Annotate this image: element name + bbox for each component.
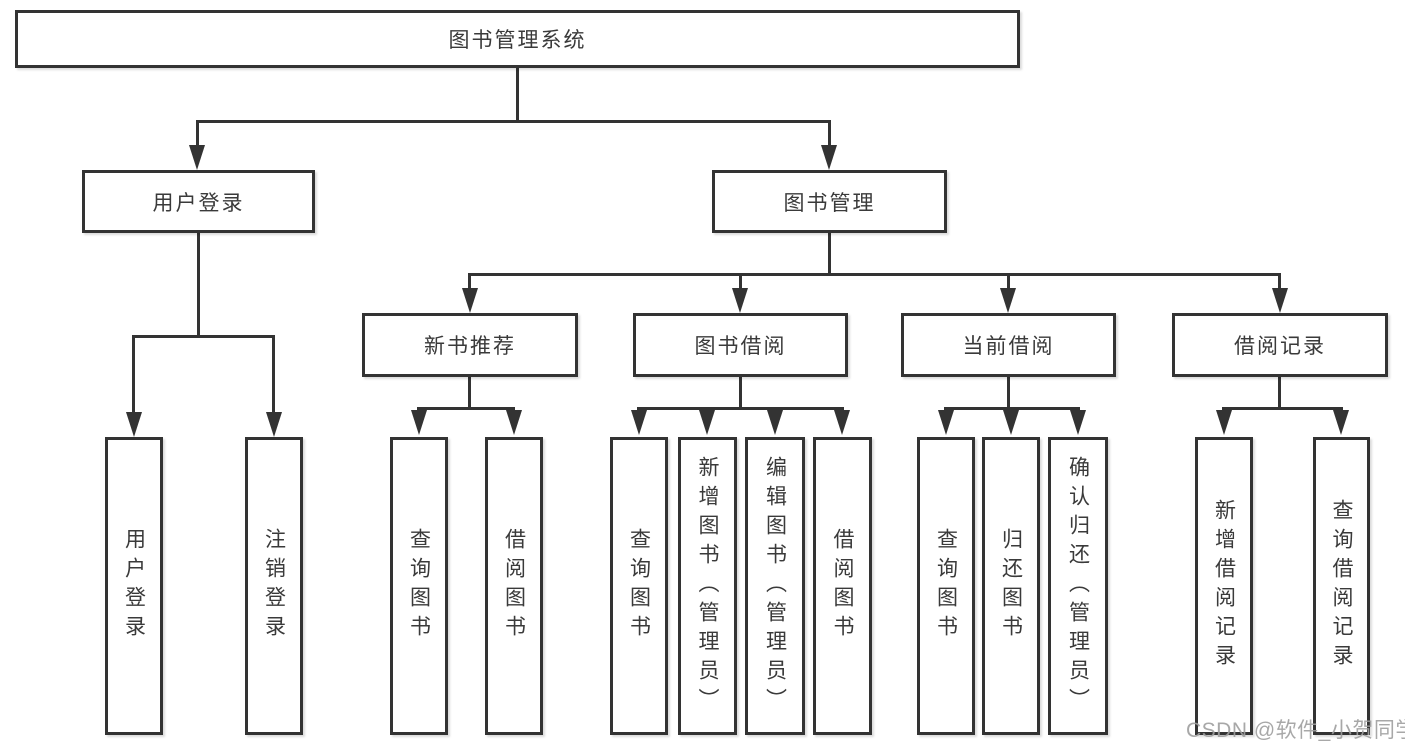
node-label: 确认归还（管理员） (1066, 455, 1090, 717)
arrow-down-icon (1333, 410, 1349, 435)
arrow-down-icon (938, 410, 954, 435)
csdn-watermark: CSDN @软件_小贺同学 (1186, 719, 1405, 742)
arrow-down-icon (1216, 410, 1232, 435)
connector-line (944, 407, 1080, 410)
node-label: 编辑图书（管理员） (763, 455, 787, 717)
node-label: 用户登录 (152, 191, 245, 215)
leaf-add-borrow-record: 新增借阅记录 (1195, 437, 1253, 735)
node-label: 归还图书 (999, 528, 1023, 644)
connector-line (468, 377, 471, 407)
arrow-down-icon (1003, 410, 1019, 435)
connector-line (828, 233, 831, 273)
leaf-query-books-recommend: 查询图书 (390, 437, 448, 735)
leaf-query-books-borrowing: 查询图书 (610, 437, 668, 735)
connector-line (637, 407, 844, 410)
arrow-down-icon (732, 288, 748, 313)
node-book-borrowing: 图书借阅 (633, 313, 848, 377)
connector-line (196, 120, 831, 123)
leaf-query-borrow-record: 查询借阅记录 (1313, 437, 1370, 735)
arrow-down-icon (266, 412, 282, 437)
leaf-user-login: 用户登录 (105, 437, 163, 735)
connector-line (197, 233, 200, 335)
connector-line (132, 335, 135, 413)
node-label: 借阅图书 (831, 528, 854, 644)
leaf-return-books: 归还图书 (982, 437, 1040, 735)
node-label: 新书推荐 (424, 335, 516, 358)
leaf-confirm-return-admin: 确认归还（管理员） (1048, 437, 1108, 735)
node-label: 查询图书 (627, 528, 651, 644)
connector-line (828, 120, 831, 147)
arrow-down-icon (411, 410, 427, 435)
connector-line (196, 120, 199, 147)
node-book-management-system: 图书管理系统 (15, 10, 1020, 68)
node-label: 用户登录 (122, 528, 146, 644)
connector-line (468, 273, 471, 290)
node-label: 借阅记录 (1234, 335, 1326, 358)
arrow-down-icon (126, 412, 142, 437)
arrow-down-icon (767, 410, 783, 435)
node-label: 当前借阅 (962, 335, 1055, 358)
connector-line (1007, 273, 1010, 290)
connector-line (417, 407, 515, 410)
arrow-down-icon (1070, 410, 1086, 435)
node-current-borrowing: 当前借阅 (901, 313, 1116, 377)
leaf-borrow-books-recommend: 借阅图书 (485, 437, 543, 735)
connector-line (468, 273, 1281, 276)
arrow-down-icon (699, 410, 715, 435)
leaf-borrow-books-borrowing: 借阅图书 (813, 437, 872, 735)
arrow-down-icon (189, 145, 205, 170)
leaf-edit-books-admin: 编辑图书（管理员） (745, 437, 805, 735)
node-book-management: 图书管理 (712, 170, 947, 233)
arrow-down-icon (1272, 288, 1288, 313)
leaf-query-books-current: 查询图书 (917, 437, 975, 735)
connector-line (1007, 377, 1010, 407)
node-label: 新增借阅记录 (1212, 499, 1236, 673)
arrow-down-icon (821, 145, 837, 170)
node-label: 注销登录 (262, 528, 286, 644)
node-user-login: 用户登录 (82, 170, 315, 233)
connector-line (739, 273, 742, 290)
connector-line (1278, 377, 1281, 407)
arrow-down-icon (506, 410, 522, 435)
connector-line (739, 377, 742, 407)
node-new-book-recommendation: 新书推荐 (362, 313, 578, 377)
node-label: 图书借阅 (694, 335, 787, 358)
leaf-logout-login: 注销登录 (245, 437, 303, 735)
node-label: 图书管理系统 (448, 29, 587, 52)
arrow-down-icon (462, 288, 478, 313)
connector-line (132, 335, 275, 338)
connector-line (1222, 407, 1343, 410)
connector-line (516, 68, 519, 120)
node-label: 新增图书（管理员） (696, 455, 719, 717)
node-label: 借阅图书 (502, 528, 526, 644)
arrow-down-icon (1000, 288, 1016, 313)
leaf-add-books-admin: 新增图书（管理员） (678, 437, 737, 735)
connector-line (1278, 273, 1281, 290)
connector-line (272, 335, 275, 413)
node-label: 查询借阅记录 (1330, 499, 1353, 673)
arrow-down-icon (631, 410, 647, 435)
node-label: 查询图书 (934, 528, 958, 644)
node-borrowing-records: 借阅记录 (1172, 313, 1388, 377)
arrow-down-icon (834, 410, 850, 435)
node-label: 图书管理 (783, 191, 876, 215)
node-label: 查询图书 (407, 528, 431, 644)
